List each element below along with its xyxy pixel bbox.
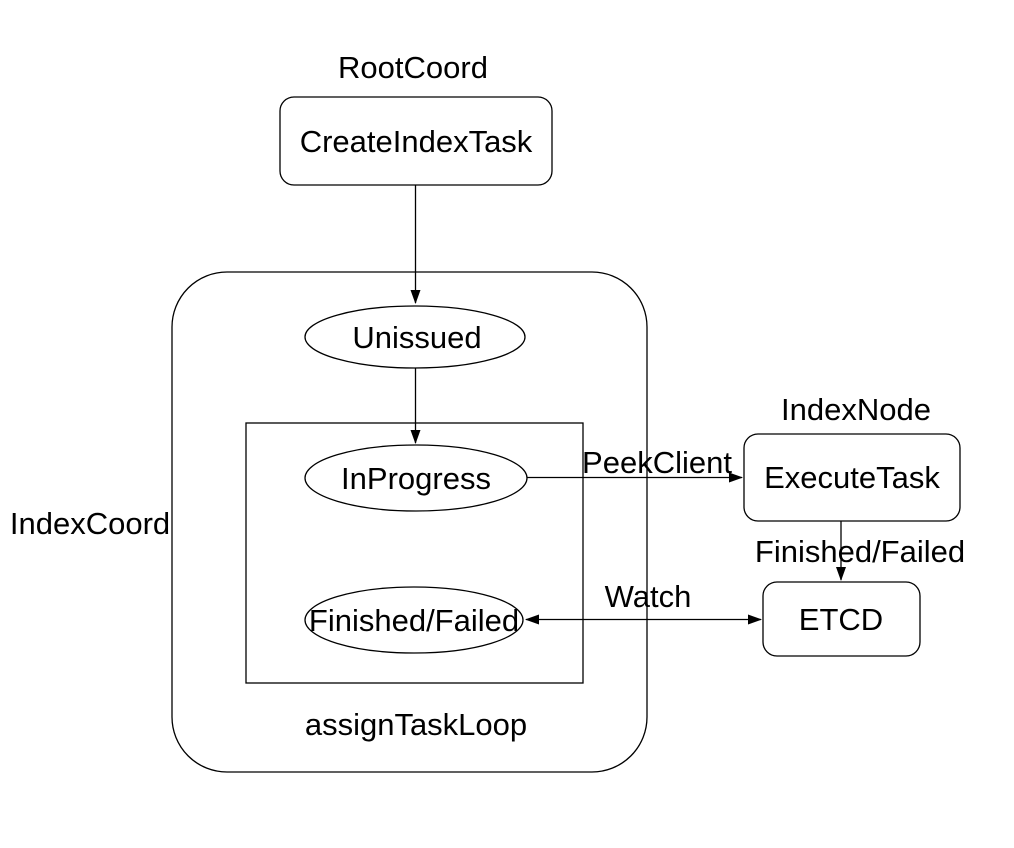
finished-failed-edge-label: Finished/Failed	[755, 534, 965, 569]
execute-task-node	[743, 433, 961, 522]
unissued-label: Unissued	[352, 320, 481, 355]
etcd-label: ETCD	[799, 602, 883, 637]
create-index-task-label: CreateIndexTask	[300, 124, 533, 159]
etcd-node	[762, 581, 921, 657]
execute-task-label: ExecuteTask	[764, 460, 940, 495]
watch-edge-label: Watch	[605, 579, 692, 614]
peek-client-edge-label: PeekClient	[582, 445, 732, 480]
finished-failed-node	[304, 586, 524, 654]
index-node-label: IndexNode	[781, 392, 931, 427]
root-coord-label: RootCoord	[338, 50, 488, 85]
assign-task-loop-label: assignTaskLoop	[305, 707, 527, 742]
index-coord-label: IndexCoord	[10, 506, 170, 541]
in-progress-label: InProgress	[341, 461, 491, 496]
finished-failed-label: Finished/Failed	[309, 603, 519, 638]
